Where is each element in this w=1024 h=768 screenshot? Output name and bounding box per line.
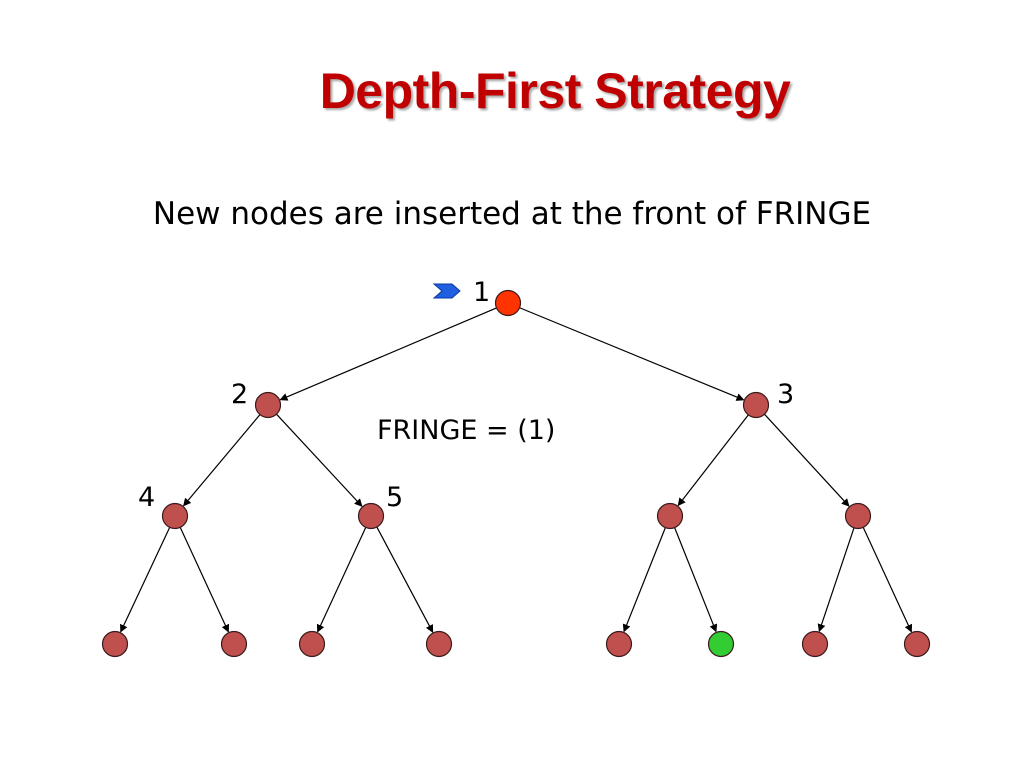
tree-edge-n7-n14: [817, 527, 855, 633]
tree-node-n6: [656, 502, 684, 530]
tree-node-n10: [298, 630, 326, 658]
tree-edge-n5-n11: [376, 526, 434, 633]
slide-title: Depth-First Strategy: [319, 63, 791, 119]
tree-nodes: [101, 289, 931, 658]
tree-node-n8: [101, 630, 129, 658]
tree-node-n7: [844, 502, 872, 530]
fringe-label: FRINGE = (1): [377, 415, 555, 446]
tree-edge-n4-n9: [179, 527, 230, 633]
tree-node-n15: [903, 630, 931, 658]
tree-node-n12: [605, 630, 633, 658]
tree-node-n2: [254, 391, 282, 419]
current-node-pointer-icon: [432, 283, 461, 299]
tree-node-label-n1: 1: [473, 277, 490, 308]
tree-node-n4: [161, 502, 189, 530]
tree-node-n3: [742, 391, 770, 419]
tree-edges: [120, 307, 913, 633]
tree-edge-n6-n13: [674, 527, 718, 633]
tree-edge-n6-n12: [622, 527, 666, 633]
tree-edge-n1-n2: [279, 307, 497, 401]
tree-node-n5: [357, 502, 385, 530]
tree-node-labels: 1 2 3 4 5: [138, 277, 794, 513]
tree-edge-n3-n6: [677, 414, 749, 507]
tree-node-label-n3: 3: [777, 379, 794, 410]
tree-edge-n4-n8: [120, 527, 171, 633]
tree-edge-n5-n10: [316, 527, 367, 633]
tree-edge-n7-n15: [862, 527, 913, 633]
tree-node-label-n4: 4: [138, 482, 155, 513]
tree-node-n11: [425, 630, 453, 658]
tree-edge-n3-n7: [764, 413, 850, 507]
tree-edge-n1-n3: [519, 307, 745, 401]
tree-edge-n2-n5: [276, 413, 363, 507]
tree-node-label-n5: 5: [386, 482, 403, 513]
slide-subtitle: New nodes are inserted at the front of F…: [152, 196, 872, 232]
tree-node-n1-current: [494, 289, 522, 317]
tree-node-n14: [801, 630, 829, 658]
tree-node-n9: [220, 630, 248, 658]
tree-edge-n2-n4: [183, 414, 261, 507]
tree-node-label-n2: 2: [231, 379, 248, 410]
tree-node-n13-goal: [707, 630, 735, 658]
